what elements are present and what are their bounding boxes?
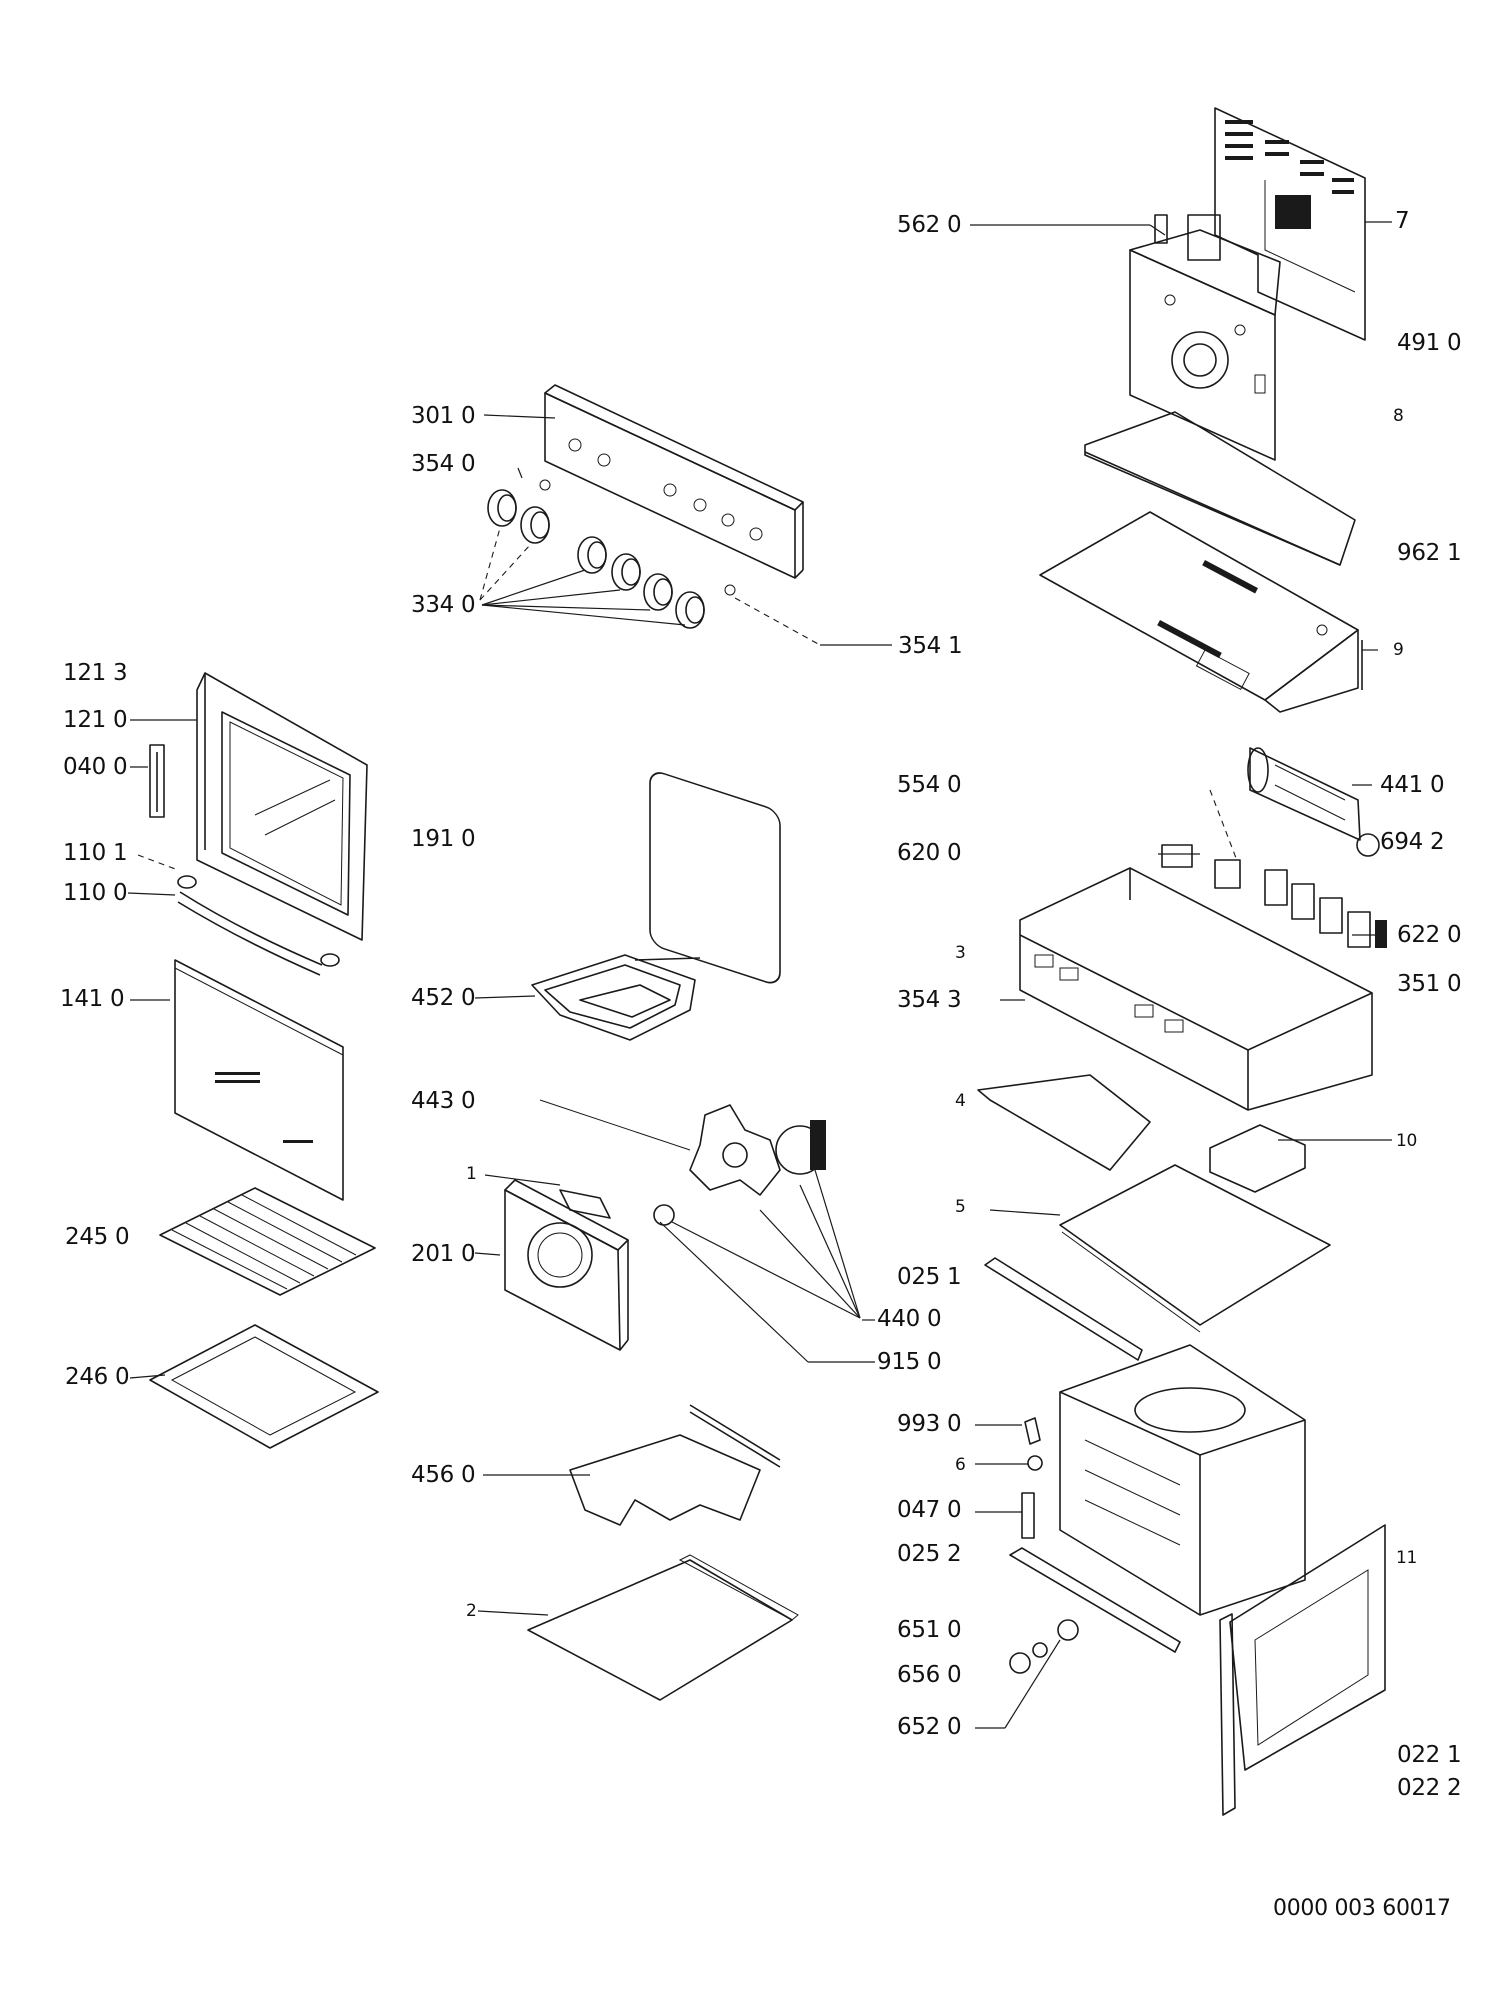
drawing-reference-number: 0000 003 60017 bbox=[1273, 1896, 1451, 1921]
fan-blade-part-440 bbox=[653, 1104, 826, 1226]
bracket-part-1 bbox=[559, 1189, 611, 1219]
label-334-0: 334 0 bbox=[411, 592, 476, 618]
baking-tray-part-246 bbox=[149, 1324, 379, 1449]
rail-part-025-1 bbox=[984, 1257, 1143, 1361]
label-622-0: 622 0 bbox=[1397, 922, 1462, 948]
label-10: 10 bbox=[1396, 1131, 1418, 1151]
label-025-1: 025 1 bbox=[897, 1264, 962, 1290]
label-022-1: 022 1 bbox=[1397, 1742, 1462, 1768]
label-354-1: 354 1 bbox=[898, 633, 963, 659]
label-5: 5 bbox=[955, 1197, 966, 1217]
label-443-0: 443 0 bbox=[411, 1088, 476, 1114]
label-656-0: 656 0 bbox=[897, 1662, 962, 1688]
label-025-2: 025 2 bbox=[897, 1541, 962, 1567]
oven-door-part-121 bbox=[196, 672, 368, 941]
top-cover-part-9 bbox=[1039, 511, 1363, 713]
label-651-0: 651 0 bbox=[897, 1617, 962, 1643]
label-9: 9 bbox=[1393, 640, 1404, 660]
label-201-0: 201 0 bbox=[411, 1241, 476, 1267]
label-562-0: 562 0 bbox=[897, 212, 962, 238]
rear-fan-cover-part-201 bbox=[504, 1179, 629, 1351]
label-554-0: 554 0 bbox=[897, 772, 962, 798]
base-plate-part-5 bbox=[1059, 1164, 1331, 1333]
label-191-0: 191 0 bbox=[411, 826, 476, 852]
label-694-2: 694 2 bbox=[1380, 829, 1445, 855]
insulation-part-962-1 bbox=[1084, 411, 1356, 566]
label-354-0: 354 0 bbox=[411, 451, 476, 477]
small-parts bbox=[1009, 1417, 1079, 1674]
label-245-0: 245 0 bbox=[65, 1224, 130, 1250]
label-962-1: 962 1 bbox=[1397, 540, 1462, 566]
rear-panel-part-7 bbox=[1214, 107, 1366, 341]
rail-part-025-2 bbox=[1009, 1547, 1181, 1653]
oven-chassis-part-3 bbox=[1019, 867, 1373, 1111]
label-6: 6 bbox=[955, 1455, 966, 1475]
label-354-3: 354 3 bbox=[897, 987, 962, 1013]
label-040-0: 040 0 bbox=[63, 754, 128, 780]
label-2: 2 bbox=[466, 1601, 477, 1621]
hinge-part-040 bbox=[149, 744, 165, 818]
control-knobs-part-334 bbox=[487, 479, 736, 629]
oven-cavity bbox=[1059, 1344, 1306, 1616]
label-993-0: 993 0 bbox=[897, 1411, 962, 1437]
wire-rack-part-245 bbox=[159, 1187, 376, 1296]
convection-element-part-441 bbox=[1247, 747, 1380, 857]
inner-glass-part-141 bbox=[174, 959, 344, 1201]
leader-lines bbox=[127, 221, 1392, 1729]
label-3: 3 bbox=[955, 943, 966, 963]
label-8: 8 bbox=[1393, 406, 1404, 426]
label-7: 7 bbox=[1395, 208, 1410, 234]
label-915-0: 915 0 bbox=[877, 1349, 942, 1375]
label-110-0: 110 0 bbox=[63, 880, 128, 906]
side-door-part-11 bbox=[1219, 1524, 1386, 1816]
door-handle-part-110 bbox=[177, 875, 340, 976]
label-047-0: 047 0 bbox=[897, 1497, 962, 1523]
bottom-plate-part-2 bbox=[527, 1554, 799, 1701]
oven-glass-part-191 bbox=[649, 772, 781, 984]
label-121-0: 121 0 bbox=[63, 707, 128, 733]
cover-part-10 bbox=[1209, 1124, 1306, 1193]
label-246-0: 246 0 bbox=[65, 1364, 130, 1390]
label-4: 4 bbox=[955, 1091, 966, 1111]
label-022-2: 022 2 bbox=[1397, 1775, 1462, 1801]
fan-housing-part-8 bbox=[1129, 214, 1281, 461]
switch-block-part-622 bbox=[1264, 869, 1387, 948]
label-491-0: 491 0 bbox=[1397, 330, 1462, 356]
grill-element-part-452 bbox=[531, 954, 701, 1041]
label-11: 11 bbox=[1396, 1548, 1418, 1568]
label-141-0: 141 0 bbox=[60, 986, 125, 1012]
control-panel-part-301 bbox=[544, 384, 804, 579]
label-456-0: 456 0 bbox=[411, 1462, 476, 1488]
bracket-part-4 bbox=[977, 1074, 1151, 1171]
label-652-0: 652 0 bbox=[897, 1714, 962, 1740]
bottom-element-part-456 bbox=[569, 1404, 781, 1526]
label-301-0: 301 0 bbox=[411, 403, 476, 429]
thermostat-part-620 bbox=[1161, 789, 1241, 889]
label-121-3: 121 3 bbox=[63, 660, 128, 686]
label-351-0: 351 0 bbox=[1397, 971, 1462, 997]
label-1: 1 bbox=[466, 1164, 477, 1184]
label-620-0: 620 0 bbox=[897, 840, 962, 866]
label-441-0: 441 0 bbox=[1380, 772, 1445, 798]
label-110-1: 110 1 bbox=[63, 840, 128, 866]
label-440-0: 440 0 bbox=[877, 1306, 942, 1332]
label-452-0: 452 0 bbox=[411, 985, 476, 1011]
